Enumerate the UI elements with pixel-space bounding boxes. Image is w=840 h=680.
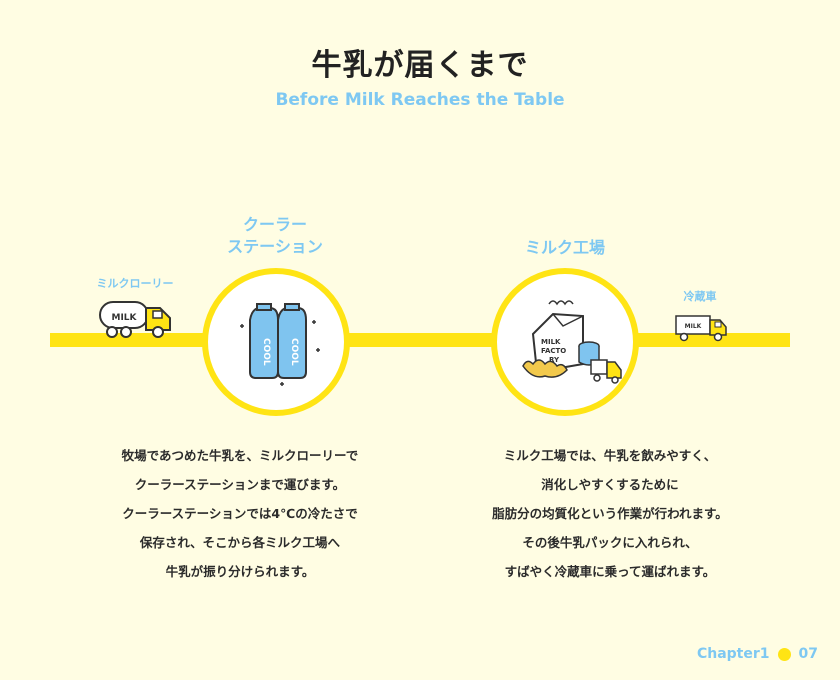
lorry-label: ミルクローリー [96,277,174,290]
description-right-line: その後牛乳パックに入れられ、 [522,535,698,550]
cooler-station-label: クーラー ステーション [200,214,350,258]
description-left-line: 保存され、そこから各ミルク工場へ [139,535,341,550]
page-subtitle: Before Milk Reaches the Table [275,90,565,110]
description-left-line: 牛乳が振り分けられます。 [165,564,315,579]
footer-dot-icon [777,647,791,661]
factory-text-2: FACTO [541,347,566,355]
description-left-line: クーラーステーションでは4℃の冷たさで [122,506,358,521]
page-footer: Chapter1 07 [697,646,818,662]
cool-bottles-icon: COOL COOL [240,303,320,386]
cooler-label-line1: クーラー [242,215,307,234]
description-right-line: 脂肪分の均質化という作業が行われます。 [492,506,728,521]
description-right-line: すばやく冷蔵車に乗って運ばれます。 [504,564,716,579]
page-number: 07 [798,646,818,662]
factory-text-3: RY [549,356,560,364]
milk-factory-icon: MILK FACTO RY [522,300,622,384]
factory-text-1: MILK [541,338,561,346]
description-right: ミルク工場では、牛乳を飲みやすく、 消化しやすくするために 脂肪分の均質化という… [455,441,765,586]
chapter-label: Chapter1 [696,646,770,662]
bottle-left-text: COOL [261,338,271,366]
description-left: 牧場であつめた牛乳を、ミルクローリーで クーラーステーションまで運びます。 クー… [90,441,390,586]
milk-lorry-icon: MILK [99,301,171,338]
cooler-label-line2: ステーション [227,237,323,256]
milk-factory-circle: MILK FACTO RY [491,268,639,416]
page-title: 牛乳が届くまで [311,48,529,83]
refrigerated-truck-icon: MILK [675,315,727,342]
description-right-line: 消化しやすくするために [541,477,679,492]
description-left-line: クーラーステーションまで運びます。 [134,477,346,492]
bottle-right-text: COOL [289,338,299,366]
cooler-station-circle: COOL COOL [202,268,350,416]
lorry-tank-text: MILK [111,313,137,323]
description-right-line: ミルク工場では、牛乳を飲みやすく、 [503,448,717,463]
factory-label: ミルク工場 [524,238,605,257]
description-left-line: 牧場であつめた牛乳を、ミルクローリーで [121,448,359,463]
fridge-box-text: MILK [685,323,702,330]
fridge-truck-label: 冷蔵車 [683,290,717,303]
